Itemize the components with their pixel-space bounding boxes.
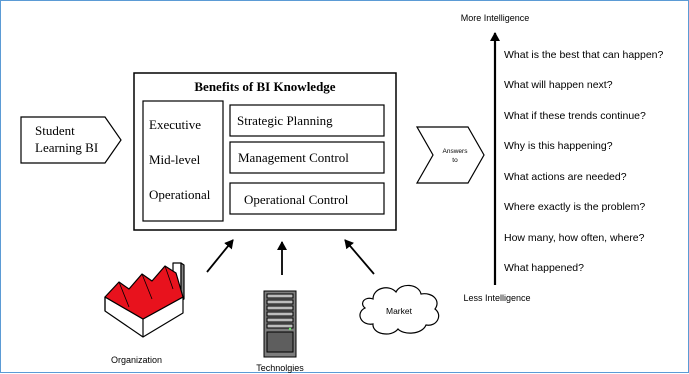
answers-line1: Answers	[443, 148, 469, 155]
benefits-title: Benefits of BI Knowledge	[194, 79, 335, 94]
management-control-box	[229, 141, 385, 174]
level-mid: Mid-level	[149, 152, 201, 167]
operational-control-label: Operational Control	[244, 192, 349, 207]
organization-arrow	[206, 239, 234, 273]
market-label: Market	[386, 306, 413, 316]
question-3: What if these trends continue?	[504, 110, 646, 122]
server-icon	[263, 290, 297, 358]
student-input-shape: Student Learning BI	[20, 116, 122, 164]
less-intelligence-label: Less Intelligence	[463, 293, 530, 303]
operational-control-box	[229, 182, 385, 215]
answers-line2: to	[452, 157, 458, 164]
market-cloud-icon: Market	[359, 284, 440, 335]
technologies-label: Technolgies	[256, 363, 304, 373]
level-operational: Operational	[149, 187, 211, 202]
question-6: Where exactly is the problem?	[504, 201, 645, 213]
question-8: What happened?	[504, 262, 584, 274]
question-4: Why is this happening?	[504, 140, 613, 152]
organization-label: Organization	[111, 355, 162, 365]
market-arrow	[344, 239, 375, 275]
student-label-line1: Student	[35, 123, 75, 138]
student-label-line2: Learning BI	[35, 140, 98, 155]
question-7: How many, how often, where?	[504, 232, 645, 244]
question-1: What is the best that can happen?	[504, 49, 664, 61]
more-intelligence-label: More Intelligence	[461, 13, 530, 23]
strategic-planning-box	[229, 104, 385, 137]
question-2: What will happen next?	[504, 79, 613, 91]
answers-chevron: Answers to	[415, 126, 485, 184]
levels-box	[142, 100, 224, 222]
intelligence-axis: More Intelligence Less Intelligence	[461, 13, 531, 303]
management-control-label: Management Control	[238, 150, 349, 165]
strategic-planning-label: Strategic Planning	[237, 113, 333, 128]
level-executive: Executive	[149, 117, 201, 132]
questions-list: What is the best that can happen? What w…	[504, 49, 664, 274]
factory-icon	[104, 262, 185, 338]
question-5: What actions are needed?	[504, 171, 627, 183]
benefits-box: Benefits of BI Knowledge Executive Mid-l…	[133, 72, 397, 231]
